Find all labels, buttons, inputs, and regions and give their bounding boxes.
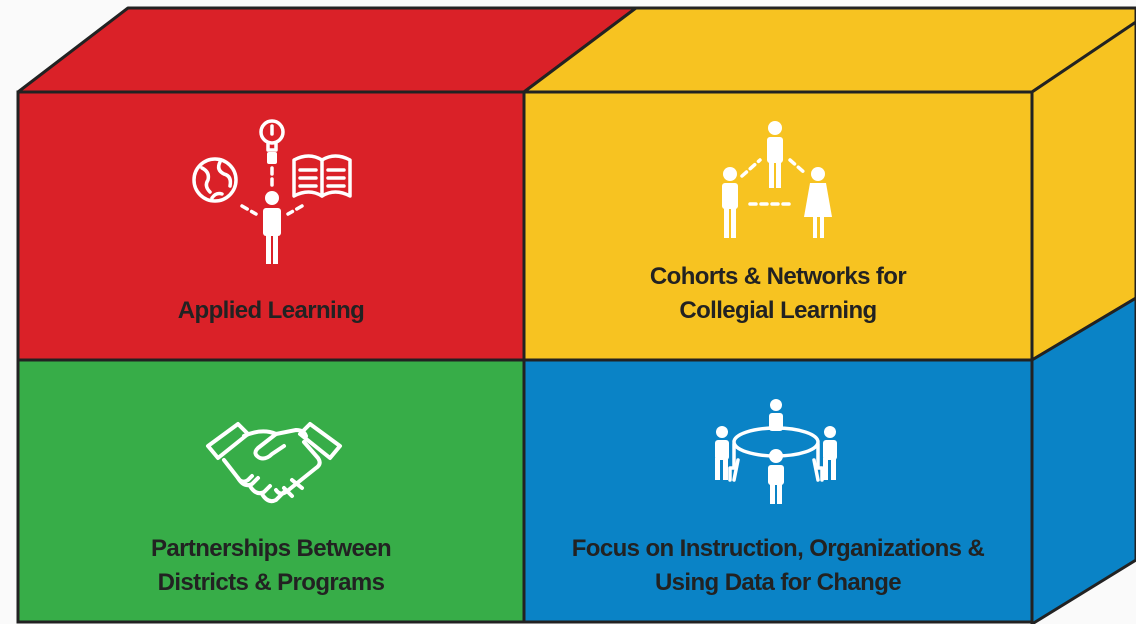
front-face-yellow [522, 90, 1034, 362]
partnerships-label: Partnerships Between Districts & Program… [150, 535, 392, 596]
meeting-table-icon [715, 399, 837, 504]
learner-globe-lightbulb-book-icon [192, 119, 352, 264]
applied-learning-label: Applied Learning [177, 297, 365, 324]
handshake-icon [206, 422, 342, 504]
cohorts-networks-label: Cohorts & Networks for Collegial Learnin… [649, 263, 907, 324]
focus-instruction-label: Focus on Instruction, Organizations & Us… [571, 535, 985, 596]
people-network-icon [722, 121, 832, 238]
